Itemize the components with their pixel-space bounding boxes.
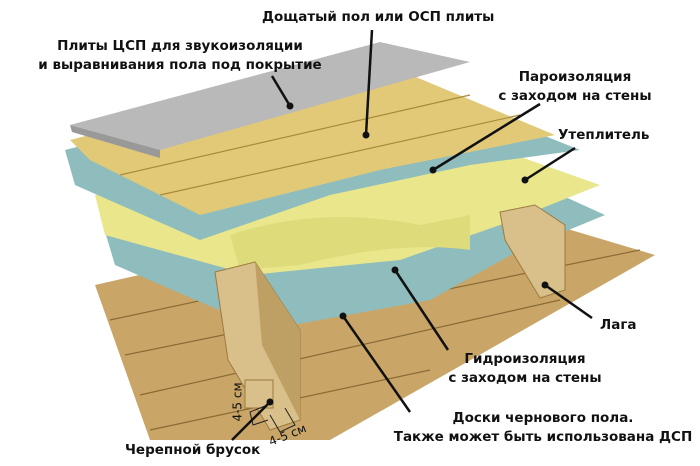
label-insulation: Утеплитель bbox=[558, 127, 650, 143]
top-board-seams bbox=[119, 94, 521, 196]
joists bbox=[214, 204, 566, 431]
label-water-line2: с заходом на стены bbox=[448, 370, 602, 386]
label-vapor-line2: с заходом на стены bbox=[498, 88, 652, 104]
label-csp: Плиты ЦСП для звукоизоляции и выравниван… bbox=[30, 37, 330, 75]
label-cranial-bar: Черепной брусок bbox=[125, 442, 261, 458]
label-top-floor: Дощатый пол или ОСП плиты bbox=[262, 9, 495, 25]
leader-lines bbox=[231, 29, 593, 441]
label-subfloor-line2: Также может быть использована ДСП bbox=[393, 429, 693, 445]
label-csp-line1: Плиты ЦСП для звукоизоляции bbox=[57, 38, 303, 54]
csp-slab-edge bbox=[70, 125, 160, 158]
label-joist: Лага bbox=[600, 317, 637, 333]
insulation-block bbox=[230, 215, 470, 270]
dimension-marks bbox=[249, 405, 296, 433]
dimension-vertical: 4-5 см bbox=[230, 382, 245, 422]
label-csp-line2: и выравнивания пола под покрытие bbox=[38, 57, 322, 73]
label-subfloor: Доски чернового пола. Также может быть и… bbox=[388, 409, 698, 447]
label-water-line1: Гидроизоляция bbox=[464, 351, 586, 367]
leader-dots bbox=[266, 102, 549, 406]
label-vapor-barrier: Пароизоляция с заходом на стены bbox=[480, 68, 670, 106]
label-waterproofing: Гидроизоляция с заходом на стены bbox=[440, 350, 610, 388]
label-vapor-line1: Пароизоляция bbox=[518, 69, 632, 85]
label-subfloor-line1: Доски чернового пола. bbox=[452, 410, 634, 426]
top-floor-boards bbox=[70, 60, 555, 215]
